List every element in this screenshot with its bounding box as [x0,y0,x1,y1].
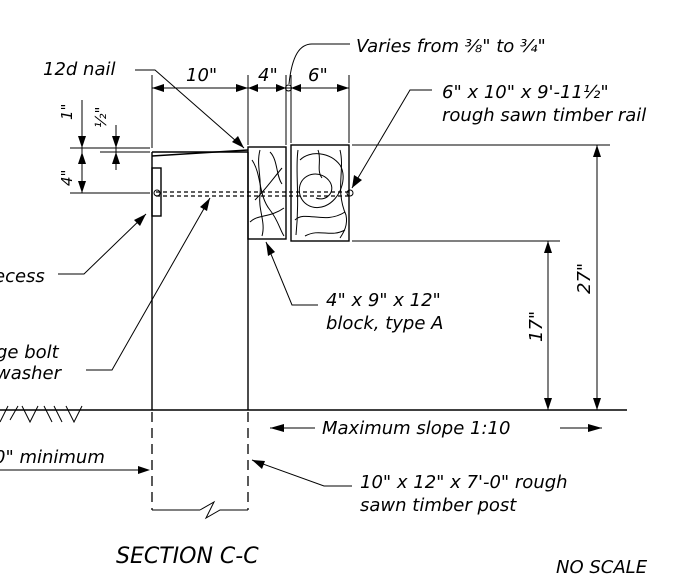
dim-height-17: 17" [526,311,547,342]
dim-rail-width: 6" [308,65,328,86]
recess-label: ecess [0,266,45,287]
post-top-bevel [151,149,249,157]
dim-height-27: 27" [574,263,595,294]
bolt-label-line1: ge bolt [0,342,60,363]
right-dimensions [352,144,610,410]
varies-label: Varies from ⅜" to ¾" [356,36,546,57]
slope-arrows [270,424,602,432]
block-type-a [247,146,287,240]
washer-recess [151,167,162,217]
nail-label: 12d nail [43,59,116,80]
bolt-label-line2: washer [0,363,63,384]
left-dimensions [70,100,150,194]
minimum-label: 0" minimum [0,447,105,468]
leaders [0,43,432,487]
dim-post-width: 10" [186,65,217,86]
ground-line [0,405,627,424]
bolt-nut [346,189,354,197]
post-label-line1: 10" x 12" x 7'-0" rough [360,472,568,493]
top-dimensions [151,75,350,148]
slope-label: Maximum slope 1:10 [322,418,510,439]
dim-height-4: 4" [58,170,76,186]
scale-note: NO SCALE [556,557,648,578]
block-label-line2: block, type A [326,313,443,334]
post-label-line2: sawn timber post [360,495,517,516]
block-label-line1: 4" x 9" x 12" [326,290,441,311]
rail-label-line1: 6" x 10" x 9'-11½" [442,82,609,103]
timber-rail [290,144,350,242]
dim-top-half: ½" [92,107,110,128]
dim-block-width: 4" [258,65,278,86]
timber-post [151,151,249,520]
dim-top-1: 1" [58,104,76,120]
section-title: SECTION C-C [116,544,259,569]
rail-label-line2: rough sawn timber rail [442,105,646,126]
bolt-head [153,189,161,197]
